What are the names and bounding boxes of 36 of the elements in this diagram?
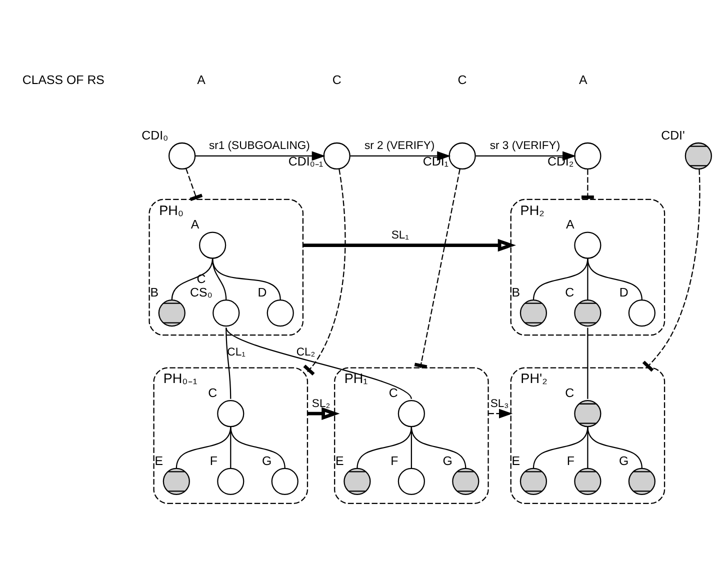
node-label: F: [390, 454, 398, 468]
node-label: F: [566, 454, 575, 468]
node-label: A: [190, 218, 200, 232]
node-label: C: [565, 285, 574, 300]
edge-label: CL₁: [227, 346, 246, 358]
node-label: C: [208, 386, 218, 400]
edge-label: sr1 (SUBGOALING): [209, 140, 310, 152]
node-label: D: [619, 285, 628, 300]
label: A: [197, 73, 206, 88]
node-label: F: [210, 454, 218, 468]
node-label: CDI₀: [142, 128, 168, 142]
node-label: C: [388, 386, 398, 400]
node-label: A: [566, 218, 574, 232]
node-label: G: [262, 454, 272, 468]
node-label: G: [619, 454, 629, 468]
node-label: B: [150, 285, 159, 300]
node-label: C: [565, 386, 574, 400]
node-label: B: [512, 285, 520, 300]
node-label: E: [336, 454, 344, 468]
edge-label: SL₁: [391, 229, 409, 242]
label: C: [332, 73, 342, 88]
node-label: E: [154, 454, 164, 468]
node-label: E: [512, 454, 520, 468]
node-label: D: [258, 285, 267, 300]
node-label: CDI₀₋₁: [288, 154, 324, 168]
label: A: [579, 73, 588, 88]
node-label: CS₀: [190, 285, 212, 300]
edge-label: sr 3 (VERIFY): [490, 140, 560, 152]
edge-label: sr 2 (VERIFY): [364, 140, 435, 152]
node-label: CDI': [661, 128, 685, 142]
label: C: [458, 73, 467, 88]
edge-label: SL₃: [490, 398, 509, 410]
edge-label: SL₂: [312, 398, 330, 410]
label: CLASS OF RS: [22, 73, 104, 88]
node-label: G: [442, 454, 452, 468]
edge-label: CL₂: [296, 346, 316, 358]
